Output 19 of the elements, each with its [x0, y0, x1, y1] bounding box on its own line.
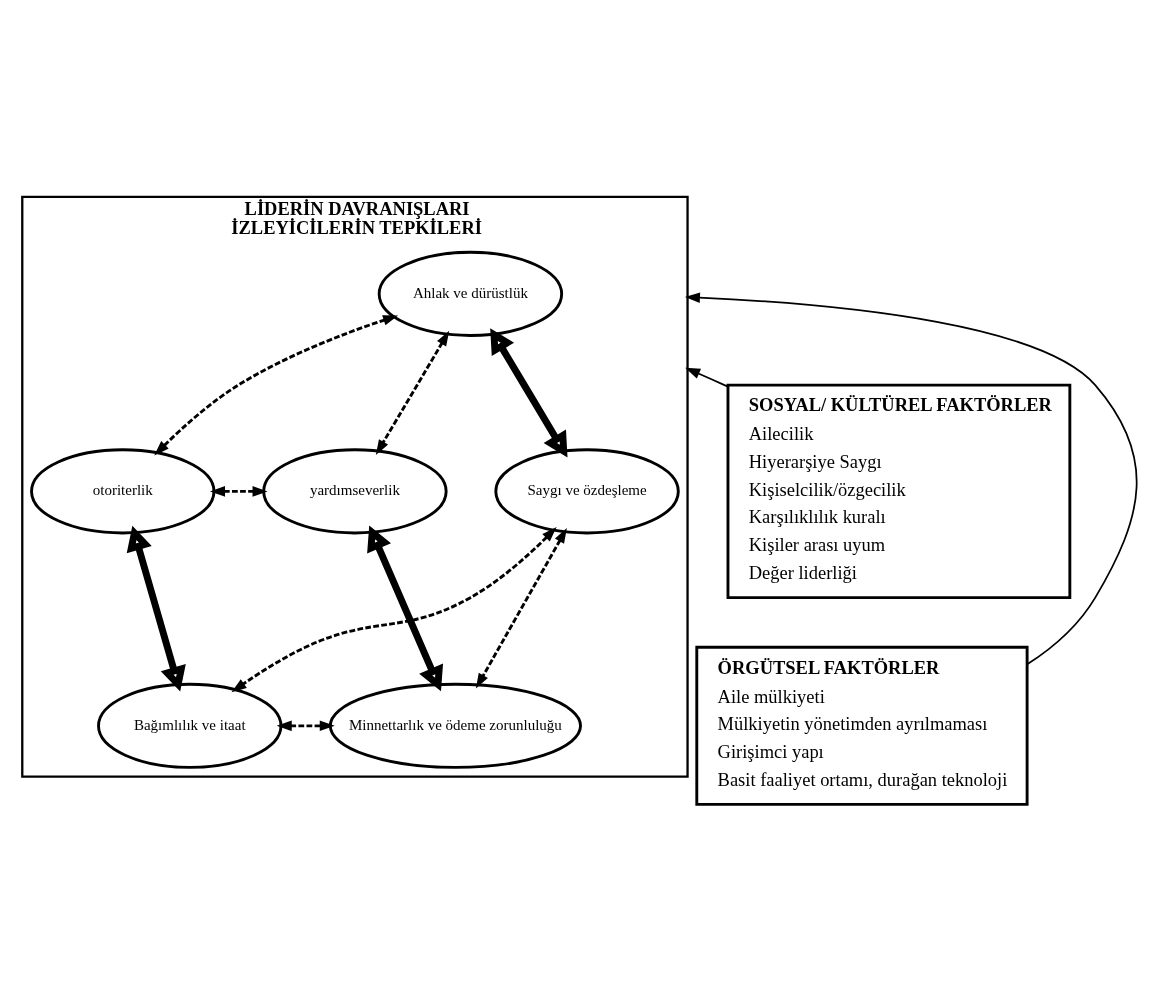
arrow	[276, 720, 335, 731]
node-ellipse: otoriterlik	[30, 447, 216, 534]
node-ellipse: Bağımlılık ve itaat	[97, 682, 283, 769]
arrow	[475, 527, 567, 689]
node-box: SOSYAL/ KÜLTÜREL FAKTÖRLER Ailecilik Hiyerarşiye Saygı Kişiselcilik/özgecilik Karşılıklılık kuralı Kişiler arası uyum Değer liderliği	[726, 383, 1072, 599]
node-ellipse: Minnettarlık ve ödeme zorunluluğu	[328, 682, 582, 769]
arrow	[684, 291, 1138, 665]
arrow	[375, 330, 450, 455]
node-ellipse: Saygı ve özdeşleme	[494, 447, 680, 534]
node-ellipse: yardımseverlik	[262, 447, 448, 534]
arrow	[209, 485, 268, 497]
arrow	[367, 525, 444, 691]
arrow	[126, 525, 186, 691]
node-ellipse: Ahlak ve dürüstlük	[377, 250, 564, 337]
arrow	[231, 526, 557, 692]
node-box: ÖRGÜTSEL FAKTÖRLER Aile mülkiyeti Mülkiyetin yönetimden ayrılmaması Girişimci yapı Basit faaliyet ortamı, durağan teknoloji	[695, 645, 1029, 806]
arrow	[154, 314, 399, 455]
arrow	[685, 367, 729, 387]
arrow	[490, 327, 568, 458]
